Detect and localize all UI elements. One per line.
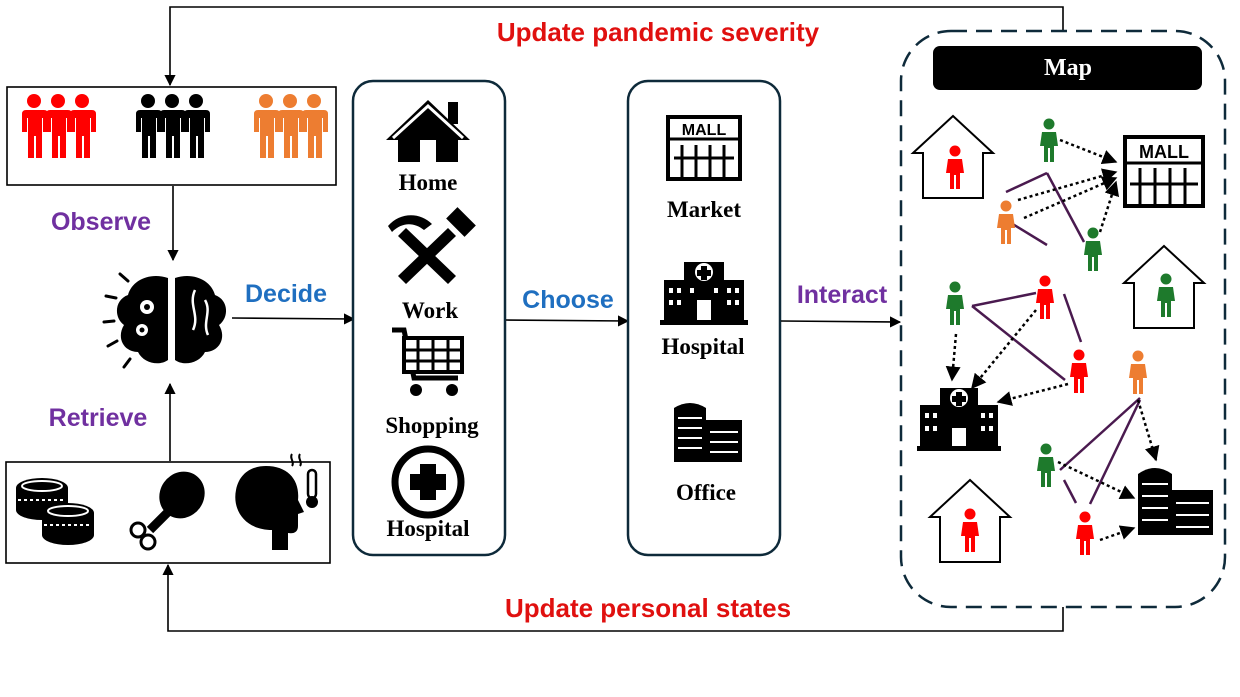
- decide-label: Decide: [245, 280, 327, 308]
- top-feedback-label: Update pandemic severity: [497, 17, 820, 47]
- decide-arrow: [231, 313, 356, 325]
- bottom-feedback-label: Update personal states: [505, 593, 791, 623]
- interact-label: Interact: [797, 281, 888, 309]
- map-hospital-icon: [917, 388, 1001, 451]
- observe-label: Observe: [51, 208, 151, 236]
- retrieve-label: Retrieve: [49, 404, 148, 432]
- interact-arrow: [780, 316, 902, 328]
- house-icon: [386, 100, 470, 162]
- choose-label: Choose: [522, 286, 614, 314]
- bottom-feedback-loop: [162, 563, 1064, 632]
- brain-icon: [102, 272, 227, 369]
- hammer-pick-icon: [388, 207, 476, 284]
- activities-box: [351, 79, 507, 557]
- cart-icon: [392, 327, 464, 396]
- mall-icon: MALL: [666, 115, 742, 181]
- map-mall-icon: MALL: [1123, 135, 1205, 208]
- fever-head-icon: [235, 453, 318, 550]
- coins-icon: [16, 478, 94, 545]
- map-title-bar: [933, 46, 1202, 90]
- activity-shopping-label: Shopping: [385, 413, 479, 438]
- choose-arrow: [505, 315, 630, 327]
- map-office-icon: [1138, 468, 1213, 535]
- activity-hospital-label: Hospital: [386, 516, 469, 541]
- place-hospital-label: Hospital: [661, 334, 744, 359]
- office-building-icon: [674, 403, 742, 462]
- top-feedback-loop: [164, 6, 1064, 87]
- activity-home-label: Home: [399, 170, 458, 195]
- map-mall-sign: MALL: [1139, 142, 1189, 162]
- place-market-label: Market: [667, 197, 741, 222]
- mall-sign: MALL: [682, 122, 727, 139]
- activity-work-label: Work: [402, 298, 458, 323]
- medical-cross-icon: [391, 445, 465, 519]
- map-title: Map: [1044, 55, 1092, 81]
- movement-arrows: [945, 138, 1160, 542]
- chicken-leg-icon: [129, 471, 205, 551]
- place-office-label: Office: [676, 480, 736, 505]
- hospital-building-icon: [660, 262, 748, 325]
